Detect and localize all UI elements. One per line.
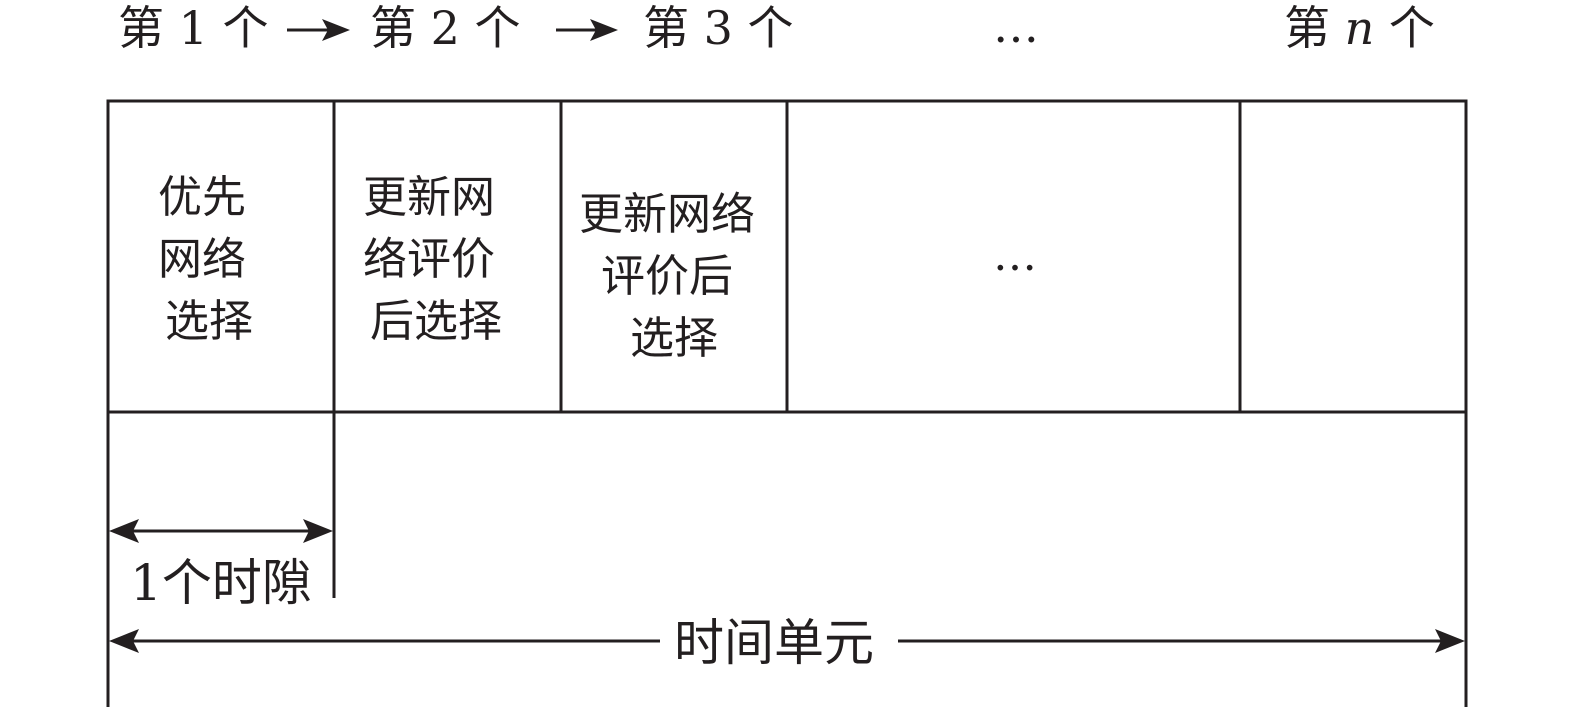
label-nth: 第 n 个 bbox=[1284, 1, 1435, 55]
cell-ellipsis: … bbox=[993, 230, 1037, 281]
label-first: 第 1 个 bbox=[118, 1, 269, 55]
timeslot-dimension-arrow bbox=[109, 519, 333, 543]
cell-update-evaluation-selection-1: 更新网 络评价 后选择 bbox=[363, 172, 509, 347]
label-ellipsis: … bbox=[993, 0, 1039, 53]
label-second: 第 2 个 bbox=[370, 1, 521, 55]
label-nth-prefix: 第 bbox=[1284, 1, 1345, 55]
timeslot-label: 1个时隙 bbox=[130, 554, 312, 612]
label-third: 第 3 个 bbox=[643, 1, 794, 55]
cell-priority-selection: 优先 网络 选择 bbox=[158, 172, 260, 347]
arrow-first-to-second bbox=[287, 19, 350, 41]
label-nth-suffix: 个 bbox=[1374, 1, 1435, 55]
cell-update-evaluation-selection-2: 更新网络 评价后 选择 bbox=[579, 189, 769, 364]
time-unit-dimension-arrow bbox=[109, 629, 1465, 653]
arrow-second-to-third bbox=[556, 19, 618, 41]
time-unit-label: 时间单元 bbox=[674, 614, 874, 672]
label-nth-variable: n bbox=[1345, 1, 1375, 55]
